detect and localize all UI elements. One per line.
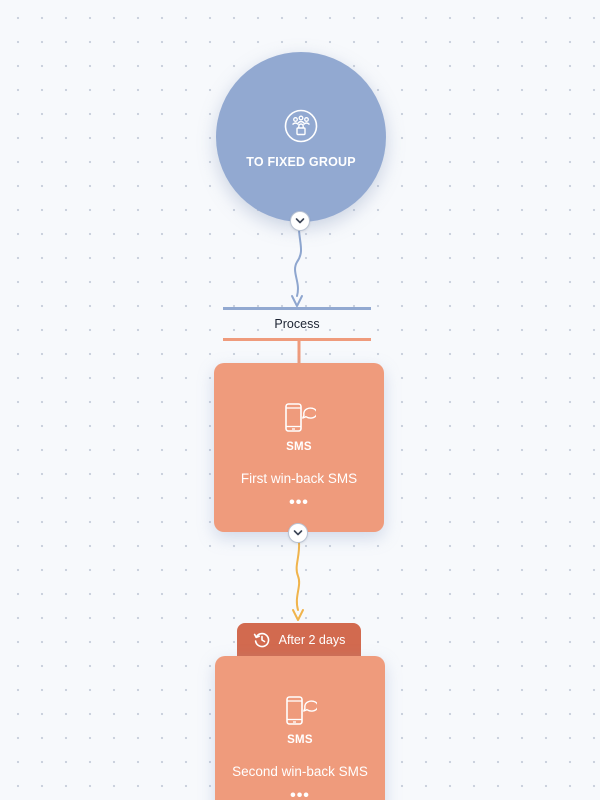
more-options-icon[interactable]: ••• — [290, 787, 310, 800]
phone-chat-icon — [285, 403, 316, 432]
sms-card-title: Second win-back SMS — [232, 764, 368, 779]
sms-card-first[interactable]: SMS First win-back SMS ••• — [214, 363, 384, 532]
arrowhead-delay — [292, 609, 304, 621]
delay-tab[interactable]: After 2 days — [237, 623, 361, 657]
connector-card-to-delay — [295, 541, 301, 611]
sms-card-title: First win-back SMS — [240, 471, 358, 486]
sms-card-second[interactable]: SMS Second win-back SMS ••• — [215, 656, 385, 800]
chevron-down-icon — [293, 530, 303, 536]
locked-group-icon — [284, 109, 318, 143]
start-node-expand-toggle[interactable] — [290, 211, 310, 231]
start-node-to-fixed-group[interactable]: TO FIXED GROUP — [216, 52, 386, 222]
sms-card-type: SMS — [287, 734, 313, 746]
chevron-down-icon — [295, 218, 305, 224]
phone-chat-icon — [286, 696, 317, 725]
sms-card-type: SMS — [286, 441, 312, 453]
sms-card-first-expand-toggle[interactable] — [288, 523, 308, 543]
delay-label: After 2 days — [278, 633, 346, 647]
history-clock-icon — [253, 632, 269, 648]
connector-start-to-process — [294, 229, 302, 297]
process-split[interactable]: Process — [223, 307, 371, 341]
start-node-label: TO FIXED GROUP — [246, 155, 356, 169]
process-split-label: Process — [274, 317, 320, 331]
arrowhead-start — [291, 295, 303, 307]
more-options-icon[interactable]: ••• — [289, 494, 309, 511]
